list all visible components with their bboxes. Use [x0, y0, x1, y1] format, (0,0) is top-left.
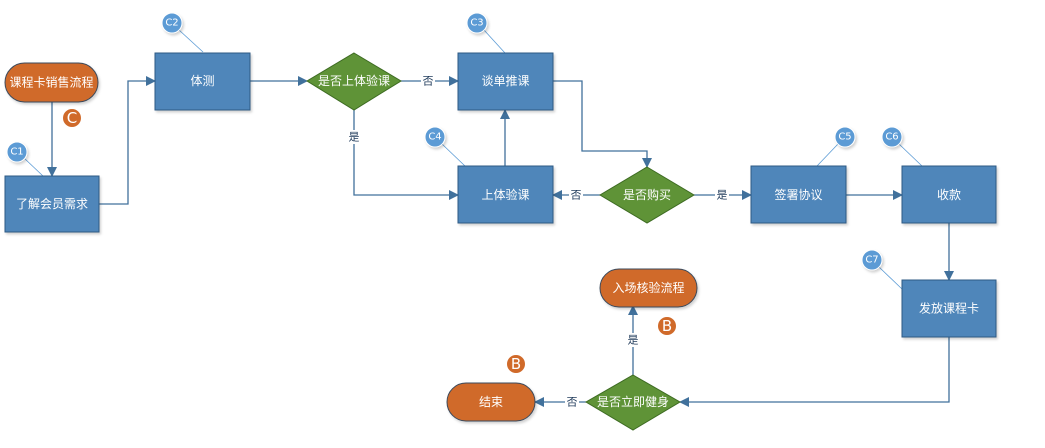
svg-text:C: C: [67, 109, 77, 127]
ref-entry-b: B: [657, 316, 677, 336]
svg-text:C5: C5: [838, 132, 851, 143]
edge-labels: 否 是 否 是 是 否: [347, 74, 729, 409]
ref-end-b: B: [506, 354, 526, 374]
svg-text:C4: C4: [428, 132, 441, 143]
terminal-start-label: 课程卡销售流程: [9, 75, 93, 90]
terminal-end-label: 结束: [479, 395, 503, 409]
process-sign-agreement-label: 签署协议: [774, 187, 822, 202]
decision-trial-needed-label: 是否上体验课: [318, 73, 390, 88]
svg-text:C3: C3: [470, 18, 483, 29]
edge-label-purchase-no: 否: [571, 189, 582, 202]
edge-card-to-workout: [679, 337, 950, 407]
decision-workout-now-label: 是否立即健身: [597, 394, 669, 409]
edge-trial-yes-to-class: [353, 110, 459, 200]
process-sales-talk-label: 谈单推课: [481, 74, 529, 88]
tag-c5: C5: [834, 126, 856, 148]
tag-c7: C7: [861, 249, 883, 271]
svg-text:B: B: [511, 355, 521, 373]
terminal-end[interactable]: 结束: [446, 382, 536, 422]
process-sales-talk[interactable]: 谈单推课: [457, 52, 554, 111]
process-fitness-test[interactable]: 体测: [154, 52, 251, 111]
edge-sales-to-purchase: [553, 80, 652, 168]
edges: [47, 76, 954, 407]
decision-purchase-label: 是否购买: [623, 187, 671, 202]
tag-c1: C1: [6, 141, 28, 163]
tag-c2: C2: [161, 12, 183, 34]
edge-label-trial-no: 否: [423, 75, 434, 88]
process-trial-class[interactable]: 上体验课: [457, 165, 554, 224]
process-payment[interactable]: 收款: [901, 165, 997, 224]
terminal-entry-check[interactable]: 入场核验流程: [599, 268, 698, 308]
decision-trial-needed[interactable]: 是否上体验课: [306, 52, 402, 111]
edge-label-workout-no: 否: [567, 396, 578, 409]
terminal-entry-check-label: 入场核验流程: [612, 280, 684, 295]
edge-label-purchase-yes: 是: [717, 189, 728, 202]
process-understand-needs[interactable]: 了解会员需求: [4, 175, 100, 233]
process-fitness-test-label: 体测: [190, 74, 214, 88]
tag-c6: C6: [881, 126, 903, 148]
decision-workout-now[interactable]: 是否立即健身: [585, 374, 681, 431]
edge-label-workout-yes: 是: [628, 334, 639, 347]
svg-text:C6: C6: [885, 132, 898, 143]
svg-text:C7: C7: [865, 255, 878, 266]
tag-c3: C3: [466, 12, 488, 34]
tag-callouts: [23, 29, 923, 290]
svg-text:B: B: [662, 317, 672, 335]
svg-text:C1: C1: [10, 147, 23, 158]
process-issue-card-label: 发放课程卡: [919, 301, 979, 316]
process-sign-agreement[interactable]: 签署协议: [750, 165, 847, 224]
tag-c4: C4: [424, 126, 446, 148]
edge-needs-to-fitness: [99, 76, 156, 205]
process-issue-card[interactable]: 发放课程卡: [901, 279, 997, 338]
process-payment-label: 收款: [937, 188, 961, 202]
process-trial-class-label: 上体验课: [481, 187, 529, 202]
ref-start-c: C: [62, 108, 82, 128]
edge-label-trial-yes: 是: [349, 131, 360, 144]
terminal-start[interactable]: 课程卡销售流程: [4, 62, 99, 103]
decision-purchase[interactable]: 是否购买: [599, 166, 695, 224]
svg-text:C2: C2: [165, 18, 178, 29]
process-understand-needs-label: 了解会员需求: [16, 197, 88, 211]
